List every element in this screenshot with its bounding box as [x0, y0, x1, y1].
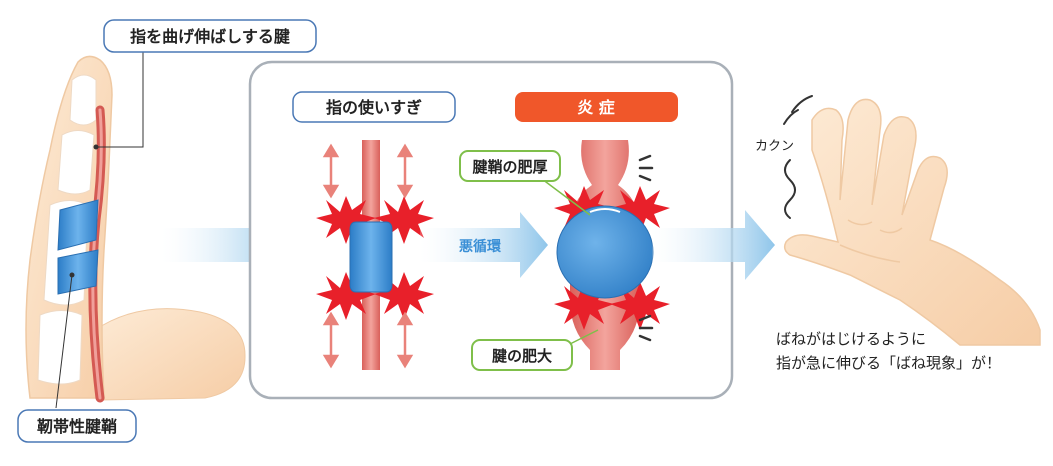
tendon-leader-line — [96, 51, 144, 148]
vicious-cycle-text: 悪循環 — [459, 238, 502, 255]
caption-line-2: 指が急に伸びる「ばね現象」が！ — [776, 354, 1001, 372]
sheath-text: 靭帯性腱鞘 — [37, 417, 117, 436]
overuse-label: 指の使いすぎ — [292, 91, 456, 123]
flexor-tendon-text: 指を曲げ伸ばしする腱 — [130, 27, 291, 46]
vicious-cycle-arrow — [420, 212, 548, 278]
overuse-text: 指の使いすぎ — [326, 98, 422, 117]
sheath-label: 靭帯性腱鞘 — [17, 409, 137, 443]
tendon-hypertrophy-label: 腱の肥大 — [471, 339, 573, 371]
sheath-thickening-text: 腱鞘の肥厚 — [472, 158, 547, 176]
tendon-hypertrophy-leader — [567, 329, 599, 346]
sheath-thickening-leader — [541, 178, 591, 216]
caption-line-1: ばねがはじけるように — [776, 330, 926, 348]
finger-cross-section — [25, 55, 246, 403]
inflammation-badge: 炎 症 — [515, 92, 678, 122]
flexor-tendon-label: 指を曲げ伸ばしする腱 — [103, 19, 317, 53]
sheath-leader-dot — [69, 272, 75, 278]
flow-arrow-1 — [162, 210, 292, 280]
overuse-tendon-illustration — [316, 140, 434, 370]
flow-arrow-2 — [652, 210, 775, 280]
inflammation-text: 炎 症 — [577, 98, 615, 117]
sheath-leader-line — [55, 274, 73, 409]
sheath-thickening-label: 腱鞘の肥厚 — [459, 150, 561, 182]
hand-illustration — [783, 95, 1041, 346]
tendon-hypertrophy-text: 腱の肥大 — [492, 347, 552, 365]
tendon-leader-dot — [93, 144, 99, 150]
kakun-text: カクン — [755, 139, 794, 154]
inflamed-tendon-illustration — [554, 140, 670, 370]
